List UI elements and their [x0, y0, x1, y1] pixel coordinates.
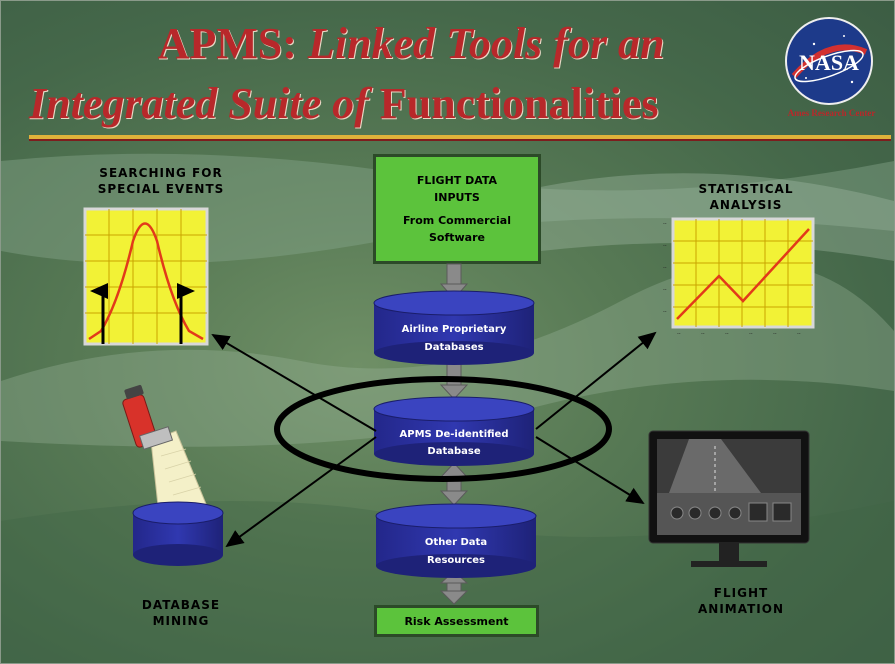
- apms-line-2: Database: [427, 446, 480, 457]
- nasa-logo-text: NASA: [799, 50, 859, 75]
- mining-line-2: MINING: [152, 614, 210, 628]
- mining-label: DATABASE MINING: [101, 597, 261, 629]
- svg-text:--: --: [725, 331, 729, 337]
- title-italic-1: Linked Tools for an: [307, 19, 665, 68]
- svg-text:--: --: [663, 243, 667, 249]
- apms-line-1: APMS De-identified: [400, 429, 509, 440]
- nasa-logo: NASA: [785, 17, 873, 105]
- searching-events-chart: [83, 207, 209, 346]
- animation-label: FLIGHT ANIMATION: [661, 585, 821, 617]
- title-plain-1: APMS:: [157, 19, 308, 68]
- statistical-line-2: ANALYSIS: [709, 198, 783, 212]
- statistical-analysis-chart: -- -- -- -- -- -- -- -- -- -- --: [663, 217, 815, 337]
- title-plain-2: Functionalities: [379, 79, 659, 128]
- cylinder-other-data: Other Data Resources: [375, 503, 537, 578]
- title-underline: [29, 135, 891, 141]
- flight-animation-monitor-icon: [648, 430, 810, 567]
- title-line-2: Integrated Suite of Functionalities: [29, 79, 789, 129]
- flight-data-line-2: INPUTS: [434, 191, 480, 204]
- svg-text:--: --: [677, 331, 681, 337]
- svg-text:--: --: [663, 221, 667, 227]
- airline-line-2: Databases: [424, 342, 483, 353]
- connector-arrows: [211, 331, 657, 548]
- statistical-label: STATISTICAL ANALYSIS: [651, 181, 841, 213]
- title-italic-2: Integrated Suite of: [29, 79, 380, 128]
- mining-database-cylinder: [132, 501, 224, 566]
- other-line-1: Other Data: [425, 537, 487, 548]
- animation-line-1: FLIGHT: [713, 586, 769, 600]
- searching-line-2: SPECIAL EVENTS: [97, 182, 225, 196]
- arrow-to-searching: [211, 333, 377, 432]
- flight-data-line-3: From Commercial: [402, 214, 511, 227]
- flashlight-icon: [122, 384, 207, 516]
- airline-line-1: Airline Proprietary: [402, 324, 507, 335]
- svg-text:--: --: [749, 331, 753, 337]
- svg-text:--: --: [797, 331, 801, 337]
- apms-highlight-ring: [274, 376, 612, 482]
- ames-caption: Ames Research Center: [787, 108, 876, 118]
- arrow-to-statistical: [535, 331, 657, 430]
- searching-label: SEARCHING FOR SPECIAL EVENTS: [61, 165, 261, 197]
- svg-text:--: --: [773, 331, 777, 337]
- animation-line-2: ANIMATION: [698, 602, 784, 616]
- svg-text:--: --: [663, 309, 667, 315]
- cylinder-apms-database: APMS De-identified Database: [373, 396, 535, 466]
- svg-text:--: --: [663, 265, 667, 271]
- title-line-1: APMS: Linked Tools for an: [61, 19, 761, 69]
- arrow-to-animation: [535, 436, 645, 505]
- cylinder-airline-databases: Airline Proprietary Databases: [373, 290, 535, 365]
- flight-data-inputs-box: FLIGHT DATA INPUTS From Commercial Softw…: [373, 154, 541, 264]
- flight-data-line-4: Software: [429, 231, 485, 244]
- risk-assessment-label: Risk Assessment: [404, 614, 509, 628]
- svg-text:--: --: [663, 287, 667, 293]
- mining-line-1: DATABASE: [141, 598, 221, 612]
- other-line-2: Resources: [427, 555, 485, 566]
- svg-text:--: --: [701, 331, 705, 337]
- searching-line-1: SEARCHING FOR: [99, 166, 223, 180]
- risk-assessment-box: Risk Assessment: [374, 605, 539, 637]
- arrow-to-mining: [225, 436, 377, 548]
- flight-data-line-1: FLIGHT DATA: [416, 174, 498, 187]
- arrow-apms-other-double: [439, 462, 469, 506]
- statistical-line-1: STATISTICAL: [698, 182, 794, 196]
